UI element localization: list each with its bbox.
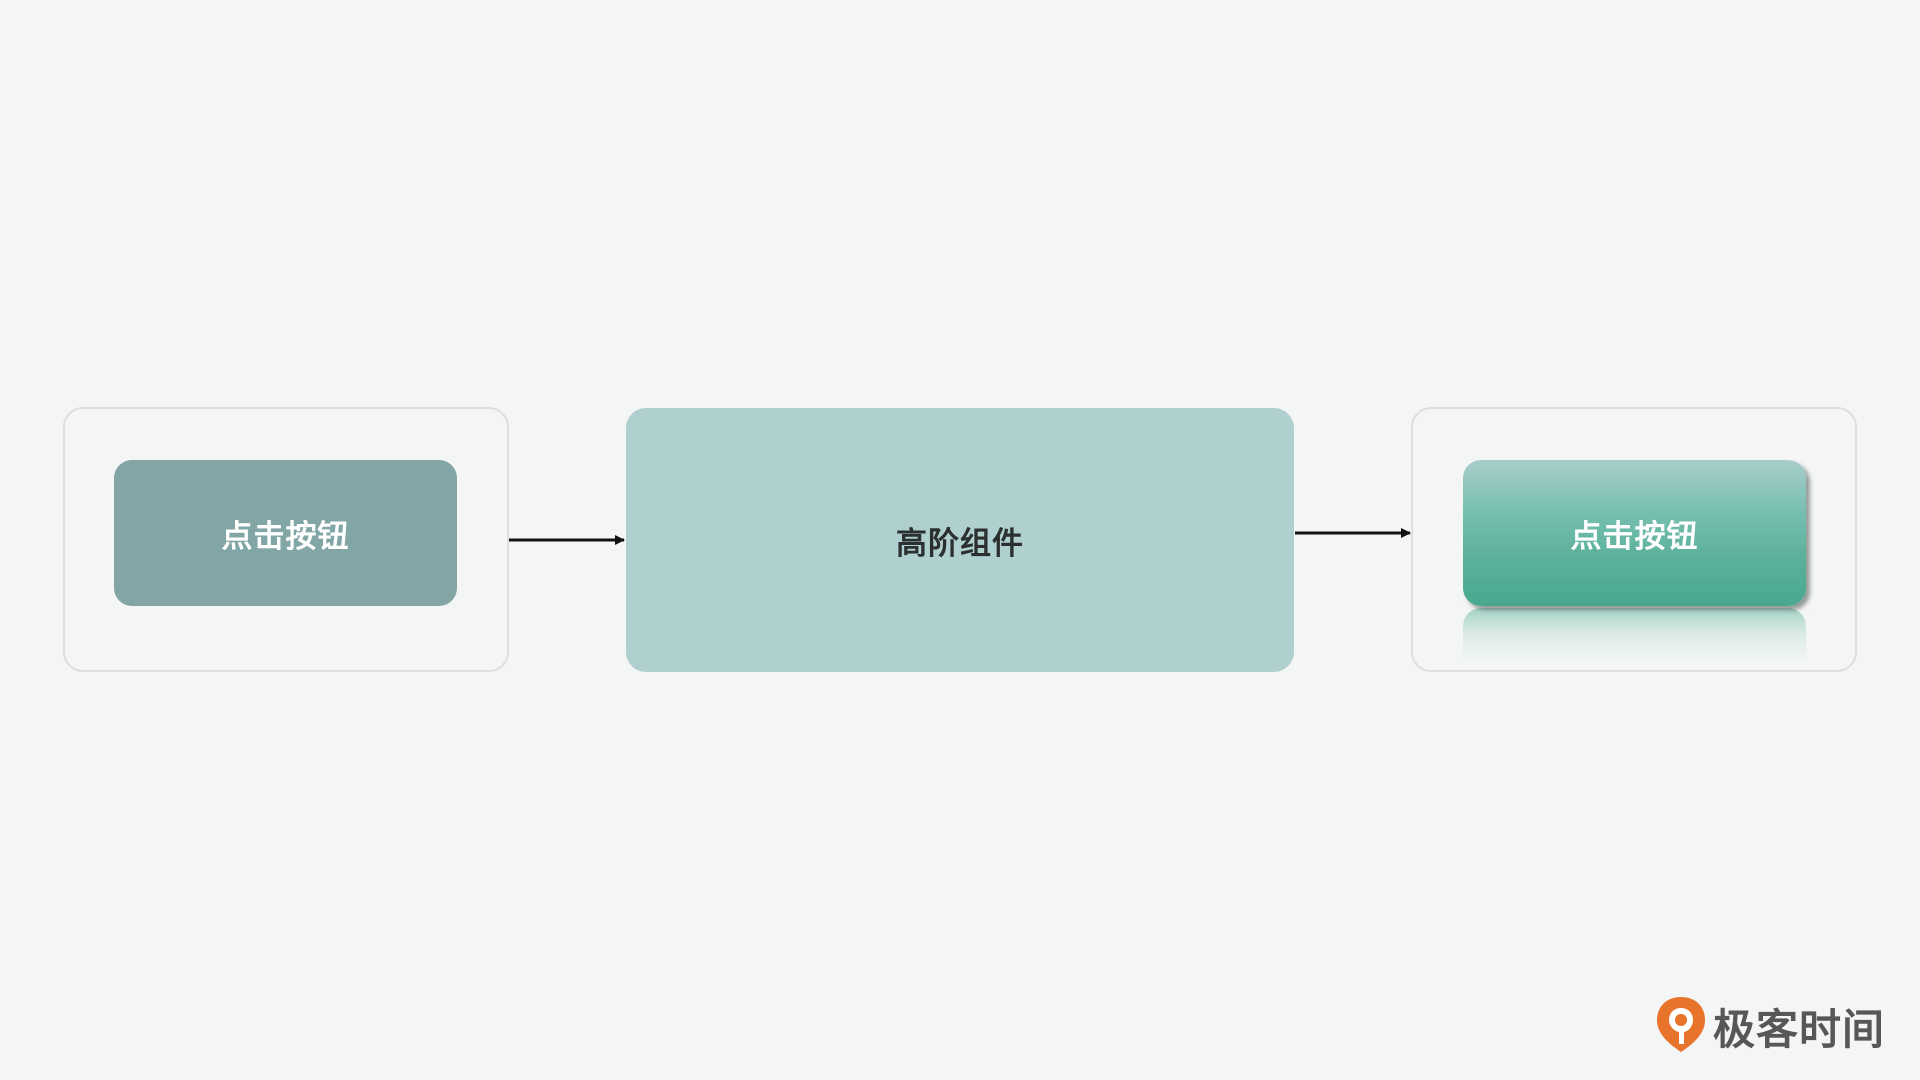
hoc-label: 高阶组件 — [896, 525, 1024, 562]
output-component-frame — [1411, 407, 1857, 672]
geektime-logo-icon — [1655, 994, 1707, 1058]
enhanced-click-button[interactable]: 点击按钮 — [1463, 460, 1806, 606]
enhanced-button-reflection — [1463, 608, 1806, 664]
brand-name: 极客时间 — [1713, 1004, 1886, 1054]
input-component-frame — [63, 407, 509, 672]
brand-logo: 极客时间 — [1655, 996, 1885, 1056]
plain-click-button[interactable]: 点击按钮 — [114, 460, 457, 606]
higher-order-component-box: 高阶组件 — [626, 408, 1294, 672]
